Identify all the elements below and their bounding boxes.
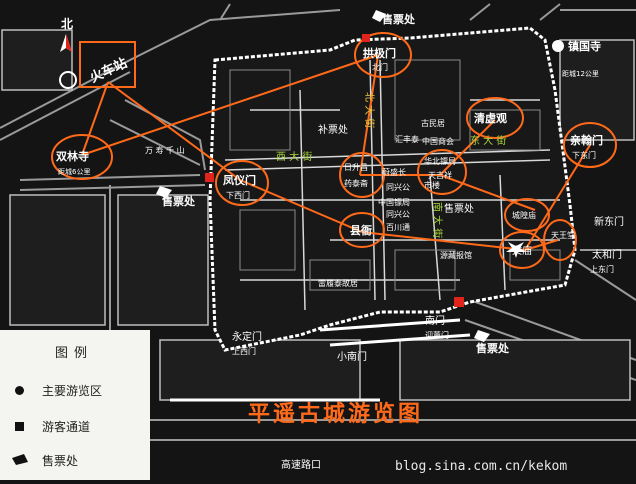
guminju-label: 古民居 xyxy=(421,118,445,128)
yuancang-label: 源藏报馆 xyxy=(440,250,472,260)
city-wall xyxy=(208,26,577,352)
wanshou-road-label: 万 寿 千 山 xyxy=(145,145,185,155)
yongding-gate-sub: 上西门 xyxy=(232,346,256,356)
north-arrow-red-icon xyxy=(66,34,72,52)
outer-blocks xyxy=(1,29,635,401)
zhenguo-distance: 距城12公里 xyxy=(562,70,599,78)
xianya-circle[interactable] xyxy=(339,212,385,248)
square-icon xyxy=(15,421,24,431)
inner-blocks xyxy=(229,59,561,291)
yingxun-gate-marker xyxy=(454,297,464,307)
yaoshan-label: 药泰斋 xyxy=(344,178,368,188)
west-ticket-icon xyxy=(156,186,172,198)
legend-title: 图例 xyxy=(55,346,94,361)
baishengchang-label: 蔚盛长 xyxy=(382,167,406,177)
legend-row-attraction: 主要游览区 xyxy=(10,382,102,399)
station-box xyxy=(79,41,136,88)
dot-icon xyxy=(15,385,24,395)
bupiao-label: 补票处 xyxy=(318,123,348,136)
shuanglin-circle[interactable] xyxy=(51,134,113,180)
ticket-icon xyxy=(12,454,28,465)
baichuantong-label: 百川通 xyxy=(386,222,410,232)
highway-label: 高速路口 xyxy=(281,460,321,471)
south-street-label: 南 大 街 xyxy=(431,202,444,238)
zhongguo-biaoju-label: 中国镖局 xyxy=(378,197,410,207)
west-street-label: 西 大 街 xyxy=(276,150,312,163)
inner-ticket-label: 售票处 xyxy=(444,202,474,215)
yongding-gate-label: 永定门 xyxy=(232,330,262,343)
qingxu-circle[interactable] xyxy=(466,97,524,139)
huabei-circle[interactable] xyxy=(417,149,467,195)
wenmiao-circle[interactable] xyxy=(499,231,545,269)
zhenguo-label: 镇国寺 xyxy=(568,39,601,53)
huisheng-label: 汇丰泰 xyxy=(395,134,419,144)
legend: 图例 主要游览区 游客通道 售票处 xyxy=(0,330,150,480)
qinghan-gate-label: 亲翰门 xyxy=(570,133,603,147)
leilv-label: 雷履泰故居 xyxy=(318,278,358,288)
east-street-label: 东 大 街 xyxy=(470,134,506,147)
wenmiao-star-icon xyxy=(506,242,526,258)
tianwang-label: 天王堂 xyxy=(551,230,575,240)
rishengchang-label: 日升昌 xyxy=(344,163,368,172)
fengyi-gate-marker xyxy=(205,173,214,182)
north-ticket-label: 售票处 xyxy=(381,12,416,26)
xiaonan-gate-label: 小南门 xyxy=(337,350,367,363)
chenghuang-circle[interactable] xyxy=(504,198,550,232)
rishengchang-circle[interactable] xyxy=(339,152,385,198)
qinghan-gate-sub: 下东门 xyxy=(572,150,596,160)
gongji-gate-marker xyxy=(362,34,370,42)
legend-row-passage: 游客通道 xyxy=(10,418,90,435)
legend-label-attraction: 主要游览区 xyxy=(42,384,103,398)
legend-label-ticket: 售票处 xyxy=(42,454,79,468)
xianya-label: 县衙 xyxy=(350,223,372,237)
gongji-gate-label: 拱极门 xyxy=(363,46,396,60)
tongxinggong2-label: 同兴公 xyxy=(386,210,410,219)
taihe-gate-sub: 上东门 xyxy=(590,264,614,274)
train-station-icon xyxy=(59,71,77,89)
shuanglin-label: 双林寺 xyxy=(56,149,89,163)
xindong-gate-label: 新东门 xyxy=(594,215,624,228)
fengyi-gate-sub: 下西门 xyxy=(226,190,250,200)
legend-label-passage: 游客通道 xyxy=(42,420,91,434)
qinghan-gate-circle[interactable] xyxy=(563,122,617,168)
south-ticket-icon xyxy=(474,330,490,342)
zhenguo-dot xyxy=(552,40,564,52)
north-label: 北 xyxy=(61,16,73,31)
market-label: 市楼 xyxy=(424,180,440,190)
taihe-gate-label: 太和门 xyxy=(592,248,622,261)
tianwang-circle[interactable] xyxy=(543,219,577,261)
shuanglin-distance: 距城6公里 xyxy=(58,168,90,176)
credit: blog.sina.com.cn/kekom xyxy=(395,459,568,474)
huabei-label: 华北镖局 xyxy=(424,156,456,166)
south-ticket-label: 售票处 xyxy=(475,341,510,355)
gongji-gate-sub: 北门 xyxy=(372,62,388,72)
chenghuang-label: 城隍庙 xyxy=(512,210,536,220)
south-suburb xyxy=(170,318,471,402)
legend-row-ticket: 售票处 xyxy=(10,452,78,469)
shangye-label: 中国商会 xyxy=(422,136,454,146)
map-title: 平遥古城游览图 xyxy=(248,401,424,427)
tianjixiang-label: 天吉祥 xyxy=(428,170,452,180)
fengyi-gate-circle[interactable] xyxy=(215,160,269,206)
yingxun-gate-label: 南门 xyxy=(425,314,445,327)
west-ticket-label: 售票处 xyxy=(161,194,196,208)
qingxu-label: 清虚观 xyxy=(474,111,507,125)
north-ticket-icon xyxy=(372,10,386,22)
gongji-gate-circle[interactable] xyxy=(354,32,412,78)
yingxun-gate-sub: 迎薰门 xyxy=(425,330,449,340)
fengyi-gate-label: 凤仪门 xyxy=(223,173,256,187)
north-street-label: 北 大 街 xyxy=(363,92,376,128)
tour-route xyxy=(81,54,591,251)
tongxingong-label: 同兴公 xyxy=(386,183,410,192)
